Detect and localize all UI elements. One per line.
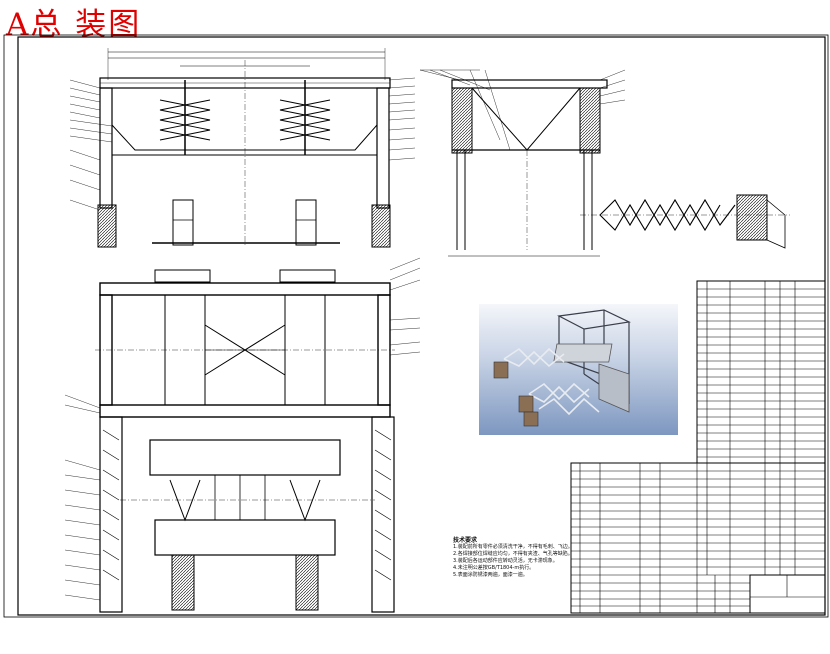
outer-border xyxy=(3,34,829,618)
front-view xyxy=(69,48,416,248)
3d-render-image xyxy=(479,304,678,435)
notes-heading: 技术要求 xyxy=(453,537,478,544)
inner-frame xyxy=(17,36,826,616)
note-line: 4.未注明公差按GB/T1804-m执行。 xyxy=(453,565,535,571)
note-line: 1.装配前所有零件必须清洗干净，不得有毛刺、飞边。 xyxy=(453,544,573,550)
parts-list-table xyxy=(570,280,826,614)
technical-notes: 技术要求 1.装配前所有零件必须清洗干净，不得有毛刺、飞边。 2.各焊接部位焊缝… xyxy=(453,537,573,579)
side-view xyxy=(419,69,790,257)
note-line: 3.装配后各运动部件应转动灵活，无卡滞现象。 xyxy=(453,558,558,564)
note-line: 5.表面涂防锈漆两遍，面漆一遍。 xyxy=(453,572,528,578)
note-line: 2.各焊接部位焊缝应均匀，不得有夹渣、气孔等缺陷。 xyxy=(453,551,573,557)
plan-view xyxy=(64,257,421,613)
3d-model-illustration xyxy=(493,309,632,427)
